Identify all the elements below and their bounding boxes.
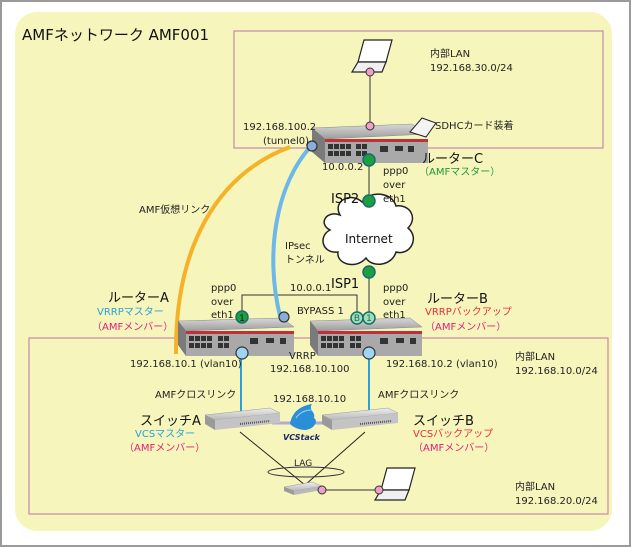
wan-ip-a: 10.0.0.1	[290, 283, 332, 294]
sdhc-label: SDHCカード装着	[435, 121, 514, 132]
switch-b-device[interactable]	[321, 407, 399, 430]
lan-top-label: 内部LAN	[430, 49, 471, 60]
vcstack-logo-text: VCStack	[283, 433, 320, 442]
amf-network-area	[15, 12, 612, 531]
switch-b-amf-role: （AMFメンバー）	[413, 443, 495, 454]
switch-a-name: スイッチA	[140, 414, 201, 429]
port-isp1	[362, 265, 376, 279]
laptop-top-icon	[350, 39, 393, 73]
lan-top-subnet: 192.168.30.0/24	[430, 63, 513, 74]
router-b-amf-role: （AMFメンバー）	[425, 322, 507, 333]
amf-virtual-link-label: AMF仮想リンク	[139, 205, 211, 216]
router-b-vrrp-role: VRRPバックアップ	[425, 307, 512, 318]
port-laptop-bottom	[374, 485, 384, 495]
router-c-name: ルーターC	[422, 152, 484, 167]
isp1-label: ISP1	[331, 277, 360, 292]
port-router-b-lan	[362, 346, 376, 360]
laptop-bottom-icon	[373, 467, 416, 501]
port-edge-switch	[317, 485, 327, 495]
edge-switch-device[interactable]	[283, 481, 323, 495]
lan-bottom-label: 内部LAN	[515, 482, 556, 493]
bypass-label: BYPASS 1	[297, 306, 344, 317]
lan-mid-label: 内部LAN	[515, 352, 556, 363]
port-router-a-tunnel	[278, 311, 290, 323]
port-router-b-eth1	[362, 311, 376, 325]
vrrp-label: VRRP	[289, 351, 316, 362]
router-c-tunnel-ip: 192.168.100.2	[243, 122, 317, 133]
switch-b-vcs-role: VCSバックアップ	[413, 429, 494, 440]
ipsec-tunnel	[271, 143, 314, 317]
router-a-vrrp-role: VRRPマスター	[97, 307, 164, 318]
router-b-name: ルーターB	[427, 292, 488, 307]
switch-a-device[interactable]	[204, 407, 281, 430]
port-label-router-a: 1	[239, 314, 245, 324]
amf-virtual-link	[173, 145, 291, 355]
ipsec-label-2: トンネル	[285, 255, 325, 266]
router-b-ppp-3: eth1	[383, 310, 406, 321]
router-c-wan-ip: 10.0.0.2	[322, 162, 364, 173]
vcstack-logo-icon	[290, 404, 316, 430]
lag-line-a	[239, 431, 306, 486]
lag-label: LAG	[294, 459, 313, 469]
port-router-a-lan	[235, 346, 249, 360]
router-a-ppp-1: ppp0	[211, 283, 237, 294]
switch-a-amf-role: （AMFメンバー）	[124, 443, 206, 454]
internet-label: Internet	[345, 232, 393, 246]
lan-mid-subnet: 192.168.10.0/24	[515, 366, 598, 377]
lan-bottom-subnet: 192.168.20.0/24	[515, 496, 598, 507]
router-c-ppp-2: over	[383, 180, 406, 191]
router-b-ppp-2: over	[383, 297, 406, 308]
switch-b-name: スイッチB	[413, 414, 474, 429]
sdhc-card-icon	[409, 117, 437, 138]
router-c-ppp-3: eth1	[383, 194, 406, 205]
ipsec-label-1: IPsec	[285, 241, 311, 252]
port-laptop-top	[365, 67, 375, 77]
router-a-amf-role: （AMFメンバー）	[92, 322, 174, 333]
port-label-router-b-eth1: 1	[366, 314, 372, 324]
cross-link-a-label: AMFクロスリンク	[155, 390, 237, 401]
router-a-ppp-3: eth1	[211, 310, 234, 321]
router-c-role: （AMFマスター）	[419, 167, 501, 178]
port-isp2	[362, 194, 376, 208]
isp2-label: ISP2	[331, 192, 360, 207]
switch-a-vcs-role: VCSマスター	[135, 429, 196, 440]
page-title: AMFネットワーク AMF001	[22, 26, 210, 44]
link-bypass	[241, 294, 358, 318]
vcs-ip: 192.168.10.10	[273, 394, 347, 405]
router-a-name: ルーターA	[108, 291, 169, 306]
port-router-c-lan	[365, 121, 375, 131]
router-b-lan-ip: 192.168.10.2 (vlan10)	[386, 359, 498, 370]
port-router-c-wan	[362, 153, 376, 167]
lag-line-b	[304, 431, 366, 486]
port-router-c-tunnel	[306, 140, 318, 152]
cross-link-b-label: AMFクロスリンク	[378, 390, 460, 401]
router-a-ppp-2: over	[211, 297, 234, 308]
port-router-a-eth1	[235, 310, 249, 324]
lag-ellipse	[267, 466, 345, 478]
vrrp-ip: 192.168.10.100	[270, 364, 350, 375]
router-a-lan-ip: 192.168.10.1 (vlan10)	[130, 359, 242, 370]
router-c-device[interactable]	[311, 123, 429, 163]
port-label-router-b-bypass: B	[354, 314, 360, 324]
router-c-ppp-1: ppp0	[383, 166, 409, 177]
router-b-ppp-1: ppp0	[383, 283, 409, 294]
router-c-tunnel-if: (tunnel0)	[263, 136, 310, 147]
